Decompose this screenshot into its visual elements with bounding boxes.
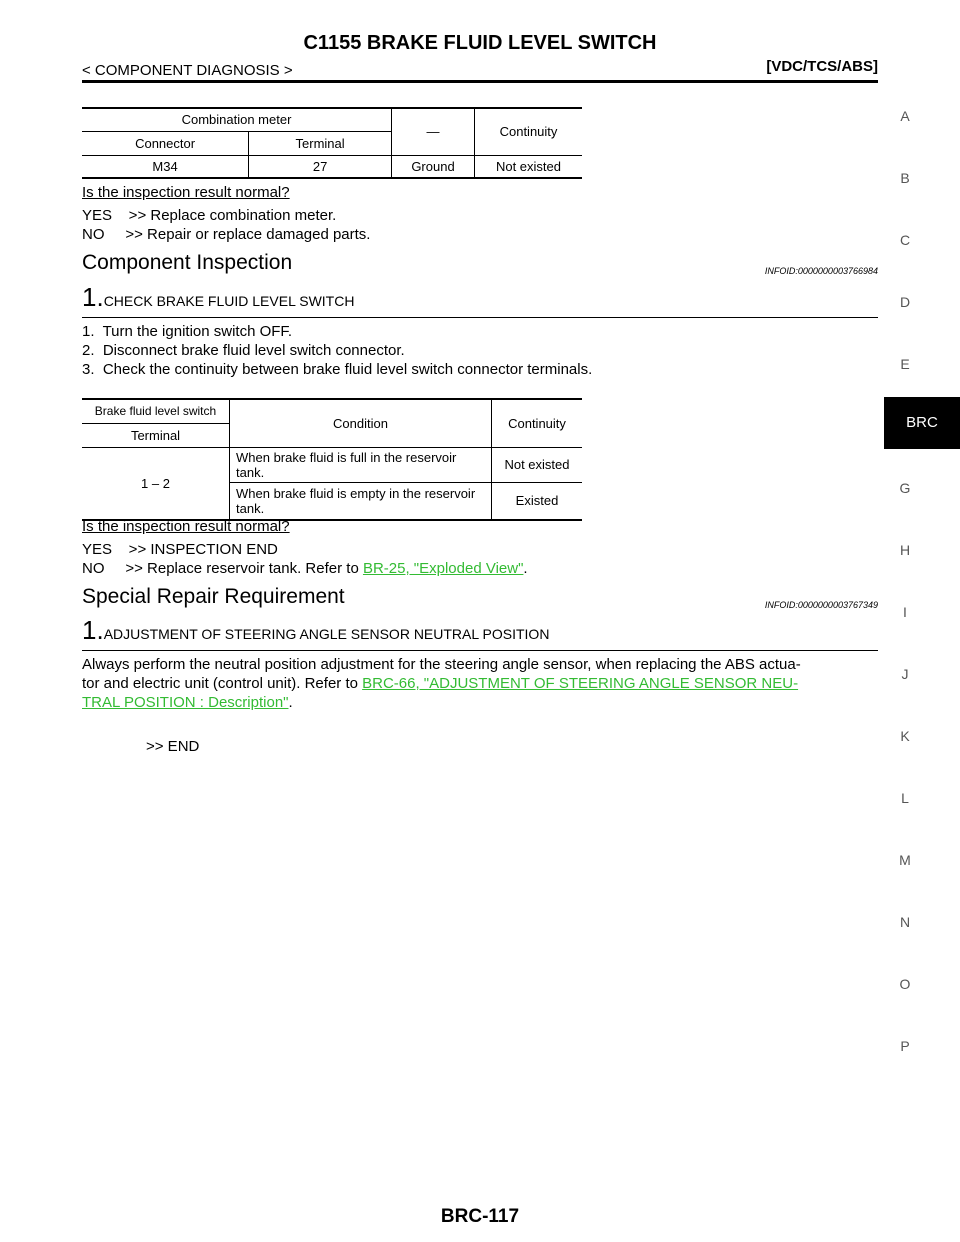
index-letter[interactable]: J	[901, 666, 909, 682]
inspection-question: Is the inspection result normal?	[82, 184, 290, 201]
list-item: 2. Disconnect brake fluid level switch c…	[82, 342, 405, 359]
list-item: 1. Turn the ignition switch OFF.	[82, 323, 293, 340]
table-header: Brake fluid level switch	[82, 399, 230, 424]
table-cell: When brake fluid is full in the reservoi…	[229, 447, 492, 483]
list-item: 3. Check the continuity between brake fl…	[82, 361, 593, 378]
section-title: Special Repair Requirement	[82, 585, 345, 608]
index-letter[interactable]: L	[901, 790, 909, 806]
paragraph-line: TRAL POSITION : Description".	[82, 693, 293, 712]
inspection-question: Is the inspection result normal?	[82, 518, 290, 535]
step-number: 1.	[82, 282, 104, 312]
index-letter[interactable]: A	[900, 108, 910, 124]
step-text: CHECK BRAKE FLUID LEVEL SWITCH	[103, 293, 355, 309]
combination-meter-table: Combination meter — Continuity Connector…	[82, 107, 582, 179]
section-title: Component Inspection	[82, 251, 293, 274]
index-letter[interactable]: G	[899, 480, 911, 496]
table-cell: 27	[248, 155, 392, 178]
info-id: INFOID:0000000003766984	[764, 266, 878, 276]
index-letter[interactable]: N	[899, 914, 911, 930]
table-header: Terminal	[82, 423, 230, 448]
table-header: Terminal	[248, 131, 392, 156]
result-no-text: NO >> Replace reservoir tank. Refer to	[82, 560, 363, 577]
paragraph-text: tor and electric unit (control unit). Re…	[82, 675, 363, 692]
index-letter[interactable]: P	[900, 1038, 910, 1054]
active-section-tab[interactable]: BRC	[884, 397, 960, 449]
step-heading: 1.CHECK BRAKE FLUID LEVEL SWITCH	[82, 282, 878, 318]
index-letter[interactable]: C	[899, 232, 911, 248]
result-no: NO >> Repair or replace damaged parts.	[82, 226, 371, 243]
paragraph-line: tor and electric unit (control unit). Re…	[82, 674, 798, 693]
table-header: Combination meter	[82, 108, 392, 132]
table-row: 1 – 2 When brake fluid is full in the re…	[82, 447, 582, 520]
table-cell: When brake fluid is empty in the reservo…	[229, 482, 492, 520]
index-letter[interactable]: M	[899, 852, 911, 868]
paragraph-suffix: .	[288, 694, 293, 711]
step-heading: 1.ADJUSTMENT OF STEERING ANGLE SENSOR NE…	[82, 615, 878, 651]
table-cell: Not existed	[491, 447, 582, 483]
steering-adjustment-link-cont[interactable]: TRAL POSITION : Description"	[82, 694, 289, 711]
index-letter[interactable]: B	[900, 170, 910, 186]
result-yes: YES >> INSPECTION END	[82, 541, 278, 558]
result-no-suffix: .	[523, 560, 528, 577]
index-letter[interactable]: D	[899, 294, 911, 310]
step-text: ADJUSTMENT OF STEERING ANGLE SENSOR NEUT…	[103, 626, 550, 642]
steering-adjustment-link[interactable]: BRC-66, "ADJUSTMENT OF STEERING ANGLE SE…	[362, 675, 799, 692]
header-rule	[82, 80, 878, 83]
table-cell: 1 – 2	[82, 447, 230, 520]
page-number: BRC-117	[440, 1206, 520, 1227]
result-no: NO >> Replace reservoir tank. Refer to B…	[82, 559, 528, 578]
table-header: Condition	[229, 399, 492, 448]
brake-fluid-switch-table: Brake fluid level switch Condition Conti…	[82, 398, 582, 521]
index-letter[interactable]: O	[899, 976, 911, 992]
table-cell: Not existed	[495, 158, 562, 174]
table-header: Connector	[82, 131, 250, 156]
index-letter[interactable]: E	[900, 356, 910, 372]
table-row: M34 27 Ground Not existed	[82, 155, 582, 178]
table-row: When brake fluid is empty in the reservo…	[82, 482, 582, 520]
category-label: < COMPONENT DIAGNOSIS >	[82, 62, 293, 79]
exploded-view-link[interactable]: BR-25, "Exploded View"	[362, 560, 524, 577]
table-header: Continuity	[474, 108, 582, 156]
system-label: [VDC/TCS/ABS]	[766, 58, 878, 75]
table-header: —	[391, 108, 475, 156]
table-header: Continuity	[491, 399, 582, 448]
index-letter[interactable]: K	[900, 728, 910, 744]
end-marker: >> END	[146, 738, 200, 755]
paragraph-line: Always perform the neutral position adju…	[82, 656, 801, 673]
info-id: INFOID:0000000003767349	[764, 600, 878, 610]
table-cell: Ground	[391, 155, 475, 178]
page-title: C1155 BRAKE FLUID LEVEL SWITCH	[303, 32, 657, 54]
step-number: 1.	[82, 615, 104, 645]
index-letter[interactable]: H	[899, 542, 911, 558]
table-cell: Existed	[515, 493, 559, 509]
table-cell: M34	[82, 155, 250, 178]
result-yes: YES >> Replace combination meter.	[82, 207, 337, 224]
index-letter[interactable]: I	[903, 604, 907, 620]
